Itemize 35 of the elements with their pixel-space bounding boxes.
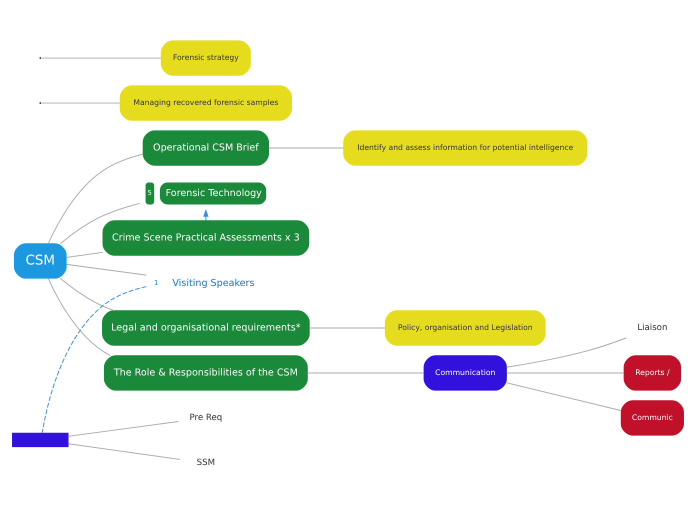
arrow xyxy=(203,208,209,220)
node-box: Reports / xyxy=(624,354,682,390)
connector xyxy=(60,277,115,311)
node-text: Visiting Speakers xyxy=(172,277,254,288)
connector xyxy=(66,263,147,276)
node-box: Communication xyxy=(424,354,507,390)
node-box: Forensic strategy xyxy=(160,40,251,76)
connector xyxy=(68,442,180,460)
connector xyxy=(506,337,627,368)
node-text: Pre Req xyxy=(189,412,222,423)
node-box: Managing recovered forensic samples xyxy=(120,84,292,120)
connector xyxy=(40,57,162,58)
connector xyxy=(506,372,625,373)
node-box xyxy=(12,432,68,447)
node-box: Crime Scene Practical Assessments x 3 xyxy=(102,220,310,256)
node-box: Identify and assess information for potential intelligence xyxy=(343,130,588,166)
node-box: Legal and organisational requirements* xyxy=(102,310,310,346)
connector xyxy=(308,327,386,328)
connector xyxy=(307,372,424,373)
node-box: The Role & Responsibilities of the CSM xyxy=(104,354,308,390)
connector xyxy=(268,147,344,148)
node-box: Operational CSM Brief xyxy=(142,130,270,166)
connector xyxy=(506,382,622,411)
connector xyxy=(48,278,111,356)
connector xyxy=(60,202,140,244)
connector xyxy=(68,420,179,436)
connector xyxy=(66,251,104,258)
node-text: Liaison xyxy=(637,322,668,333)
connector xyxy=(42,286,147,434)
node-box: Policy, organisation and Legislation xyxy=(384,310,546,346)
node-box: Communic xyxy=(620,400,684,436)
connector xyxy=(48,153,144,244)
connector xyxy=(40,102,120,104)
node-box: CSM xyxy=(14,242,67,278)
node-text: SSM xyxy=(196,458,216,468)
